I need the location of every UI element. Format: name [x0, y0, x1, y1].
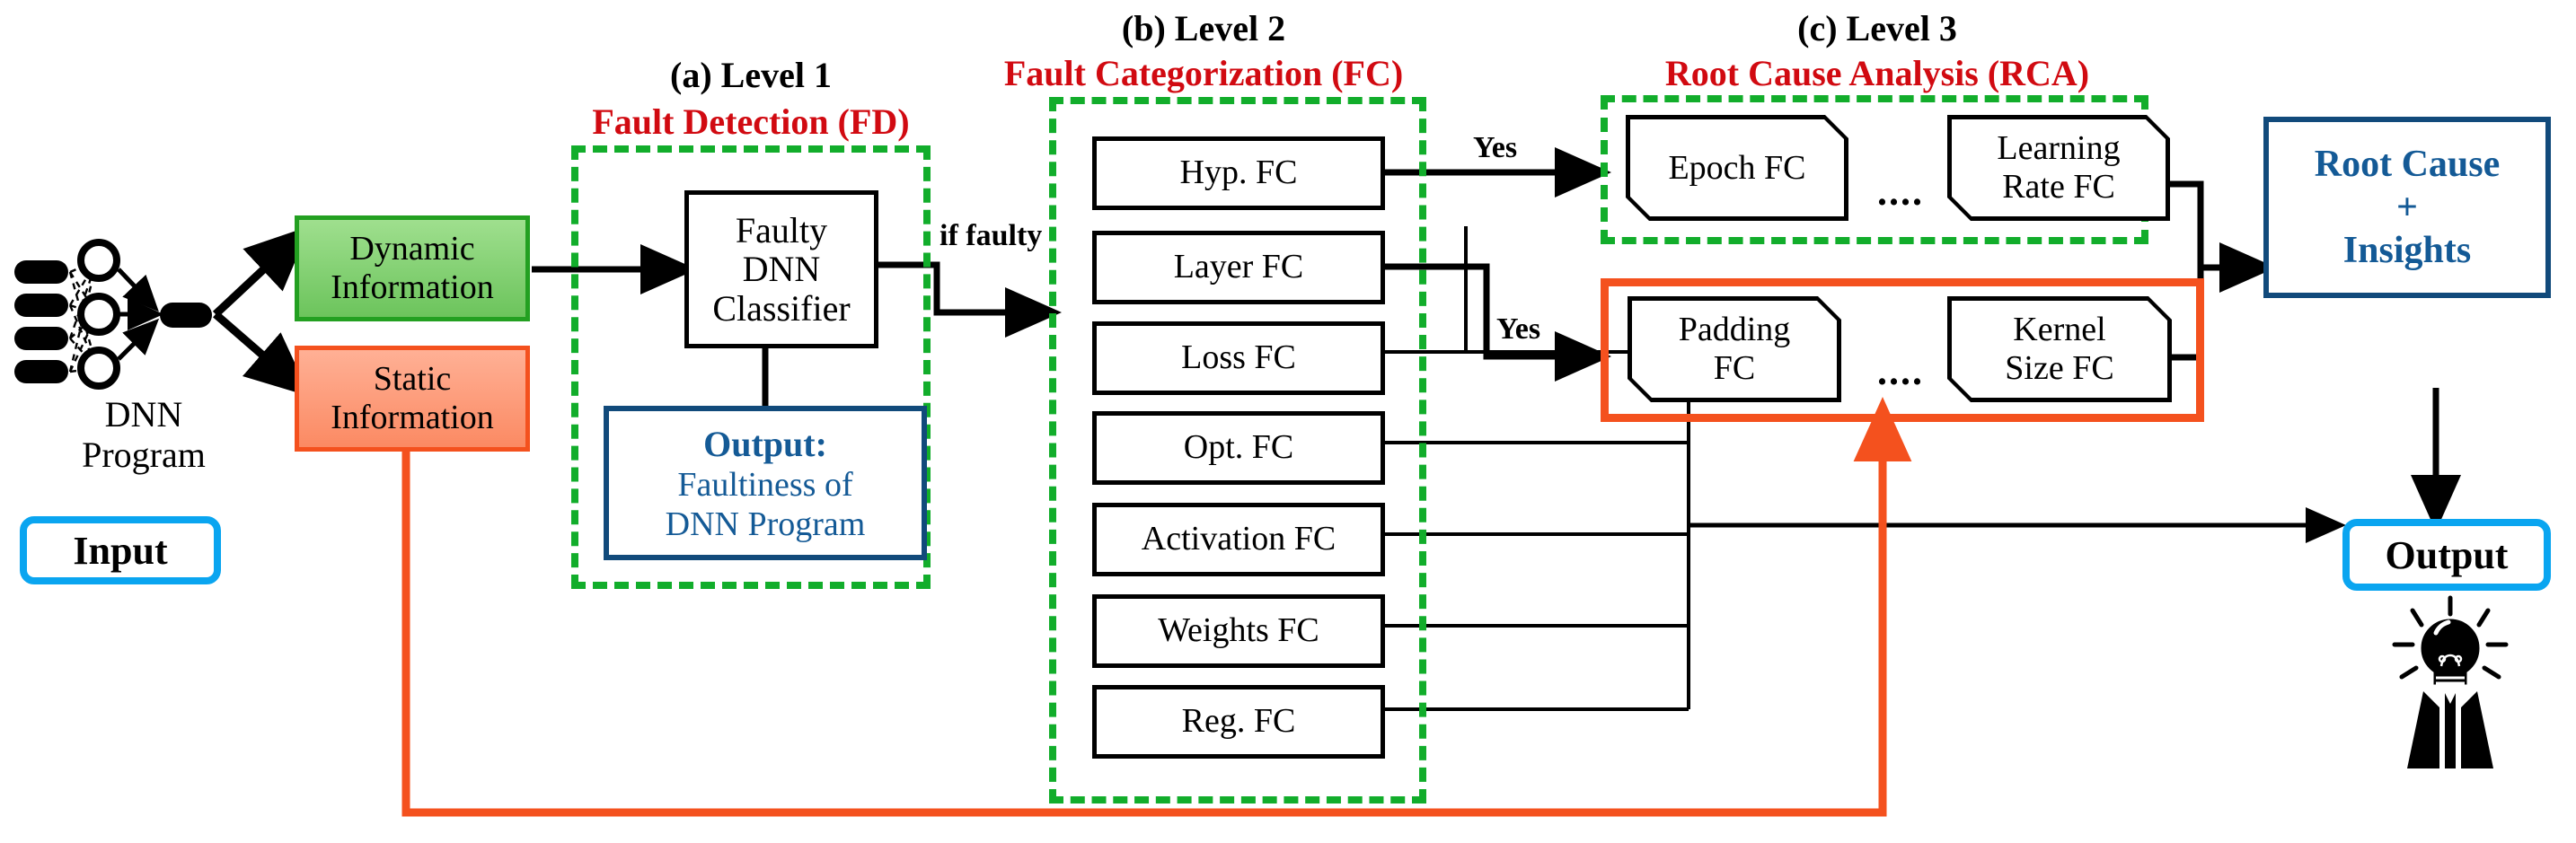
rca-label-learning-line1: Learning — [1997, 129, 2121, 168]
fc-box-weights[interactable]: Weights FC — [1092, 594, 1385, 668]
level1-heading-red: Fault Detection (FD) — [592, 101, 910, 142]
dnn-glyph — [14, 239, 212, 390]
classifier-line2: DNN — [742, 249, 821, 290]
fc-label-hyp: Hyp. FC — [1179, 154, 1298, 192]
level1-output-line2: Faultiness of — [677, 465, 853, 504]
dnn-to-info-arrows — [212, 225, 311, 397]
rca-label-kernel-line2: Size FC — [2005, 349, 2114, 387]
rca-label-learning-line2: Rate FC — [2002, 168, 2115, 206]
output-box[interactable]: Output — [2342, 519, 2551, 591]
classifier-line3: Classifier — [712, 287, 851, 329]
rca-node-kernel-size-fc[interactable]: Kernel Size FC — [1947, 296, 2172, 402]
root-cause-plus: + — [2396, 187, 2418, 228]
level1-output-box[interactable]: Output: Faultiness of DNN Program — [604, 406, 927, 560]
faulty-dnn-classifier-box[interactable]: Faulty DNN Classifier — [684, 190, 878, 348]
fc-box-layer[interactable]: Layer FC — [1092, 231, 1385, 304]
rca-orange-ellipsis: .... — [1877, 349, 1924, 393]
rca-green-ellipsis: .... — [1877, 170, 1924, 214]
fc-label-layer: Layer FC — [1173, 248, 1304, 286]
insight-person-icon — [2392, 595, 2509, 768]
fc-box-opt[interactable]: Opt. FC — [1092, 411, 1385, 485]
level2-heading-red: Fault Categorization (FC) — [1003, 53, 1404, 93]
level2-group-frame — [1049, 97, 1426, 803]
level1-group-frame — [571, 145, 931, 589]
yes-label-bottom: Yes — [1496, 312, 1541, 346]
fc-label-loss: Loss FC — [1181, 338, 1296, 377]
root-cause-line1: Root Cause — [2314, 144, 2501, 185]
dynamic-info-line1: Dynamic — [349, 230, 475, 268]
fc-box-activation[interactable]: Activation FC — [1092, 503, 1385, 576]
rca-label-kernel-line1: Kernel — [2013, 311, 2106, 349]
rca-orange-group-frame — [1601, 278, 2204, 422]
level3-heading-red: Root Cause Analysis (RCA) — [1664, 53, 2090, 93]
dynamic-information-box[interactable]: Dynamic Information — [295, 215, 530, 321]
if-faulty-label: if faulty — [940, 219, 1043, 252]
dnn-caption-line2: Program — [82, 434, 206, 475]
level1-heading-black: (a) Level 1 — [670, 55, 832, 95]
level1-output-line3: DNN Program — [665, 505, 866, 543]
output-box-label: Output — [2385, 532, 2509, 577]
static-info-line1: Static — [373, 360, 452, 399]
level2-heading-black: (b) Level 2 — [1121, 8, 1286, 48]
fc-label-weights: Weights FC — [1158, 611, 1319, 650]
fc-label-opt: Opt. FC — [1183, 428, 1294, 467]
dynamic-info-line2: Information — [331, 268, 494, 306]
fc-label-activation: Activation FC — [1141, 520, 1337, 558]
dnn-program-caption: DNN Program — [54, 394, 234, 476]
static-information-box[interactable]: Static Information — [295, 346, 530, 452]
rca-node-padding-fc[interactable]: Padding FC — [1628, 296, 1841, 402]
rca-node-epoch-fc[interactable]: Epoch FC — [1626, 115, 1848, 221]
fc-box-loss[interactable]: Loss FC — [1092, 321, 1385, 395]
input-box-label: Input — [73, 528, 168, 573]
fc-label-reg: Reg. FC — [1181, 702, 1296, 741]
classifier-line1: Faulty — [735, 210, 828, 251]
yes-label-top: Yes — [1473, 131, 1518, 164]
rca-label-padding-line2: FC — [1713, 349, 1756, 387]
input-box[interactable]: Input — [20, 516, 221, 584]
root-cause-insights-box[interactable]: Root Cause + Insights — [2263, 117, 2551, 298]
dnn-caption-line1: DNN — [104, 394, 183, 435]
level1-output-title: Output: — [703, 423, 827, 464]
level3-heading-black: (c) Level 3 — [1797, 8, 1957, 48]
rca-label-padding-line1: Padding — [1678, 311, 1791, 349]
root-cause-line3: Insights — [2342, 230, 2472, 271]
fc-box-hyp[interactable]: Hyp. FC — [1092, 136, 1385, 210]
rca-label-epoch: Epoch FC — [1668, 148, 1806, 187]
rca-node-learning-rate-fc[interactable]: Learning Rate FC — [1947, 115, 2170, 221]
fc-box-reg[interactable]: Reg. FC — [1092, 685, 1385, 759]
static-info-line2: Information — [331, 399, 494, 436]
